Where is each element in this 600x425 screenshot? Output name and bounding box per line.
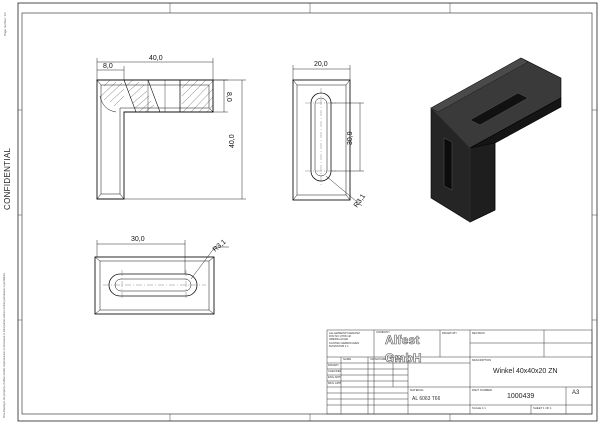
col-name: NAME [343, 358, 352, 361]
row-eng-appr: ENG APPR [328, 376, 341, 379]
company-logo: Alfest GmbH [385, 331, 437, 366]
title-block [326, 329, 593, 415]
top-view [94, 256, 215, 315]
note-line: ALLGEMEINTOLERANZ [329, 332, 360, 335]
dim-slot-radius: R3,1 [353, 193, 367, 209]
dim-front-thickness-v: 8,0 [225, 92, 232, 102]
dim-top-length: 30,0 [131, 236, 145, 243]
company-name: Alfest GmbH [385, 333, 422, 366]
dim-side-width: 20,0 [314, 61, 328, 68]
zone-ticks [18, 3, 597, 421]
sheet-count: SHEET 1 OF 1 [533, 407, 552, 410]
part-number: 1000439 [507, 393, 535, 400]
col-date: DATE [395, 358, 403, 361]
side-view [292, 79, 351, 201]
company-label: COMPANY [376, 331, 390, 334]
col-signature: SIGNATURE [370, 358, 387, 361]
drawn-by-label: DRAWN BY [442, 332, 457, 335]
sheet-border [17, 2, 598, 422]
sheet-size: A3 [572, 390, 580, 396]
inner-border [21, 12, 593, 415]
row-mfg-appr: MFG APPR [328, 382, 341, 385]
row-checked: CHECKED [328, 370, 341, 373]
top-dimensions [96, 240, 229, 280]
note-line: OBERFLÄCHE [329, 337, 348, 342]
top-centerlines [103, 270, 206, 300]
material-value: AL 6063 T66 [412, 396, 441, 402]
side-dimensions [292, 65, 364, 207]
front-view-hatching-left [100, 79, 125, 107]
dim-top-radius: R3,1 [212, 239, 228, 254]
note-line: DIN ISO 2768 mK [329, 334, 352, 339]
dim-slot-length: 30,9 [347, 131, 354, 145]
front-view-hatching [125, 79, 214, 113]
part-description: Winkel 40x40x20 ZN [493, 368, 558, 375]
legal-notice: This drawing is the property of Alfest G… [3, 272, 6, 418]
row-drawn: DRAWN [328, 364, 339, 367]
dim-front-width: 40,0 [149, 55, 163, 62]
isometric-view [430, 57, 562, 223]
part-number-label: PART NUMBER [472, 389, 493, 392]
scale: SCALE 1:1 [472, 407, 486, 410]
revision-label: REVISION [472, 332, 486, 335]
description-label: DESCRIPTION [472, 359, 492, 362]
confidential-label: CONFIDENTIAL [3, 147, 12, 210]
dim-front-height: 40,0 [229, 134, 236, 148]
note-line: KANTEN GEBROCHEN [329, 340, 360, 345]
dim-front-thickness-h: 8,0 [103, 63, 113, 70]
tolerance-notes: ALLGEMEINTOLERANZ DIN ISO 2768 mK OBERFL… [329, 332, 373, 348]
material-label: MATERIAL [410, 389, 424, 392]
note-line: MASSSTAB 1:1 [329, 343, 349, 348]
front-dimensions [96, 58, 246, 200]
page-number: Page number: 1/1 [3, 12, 7, 36]
